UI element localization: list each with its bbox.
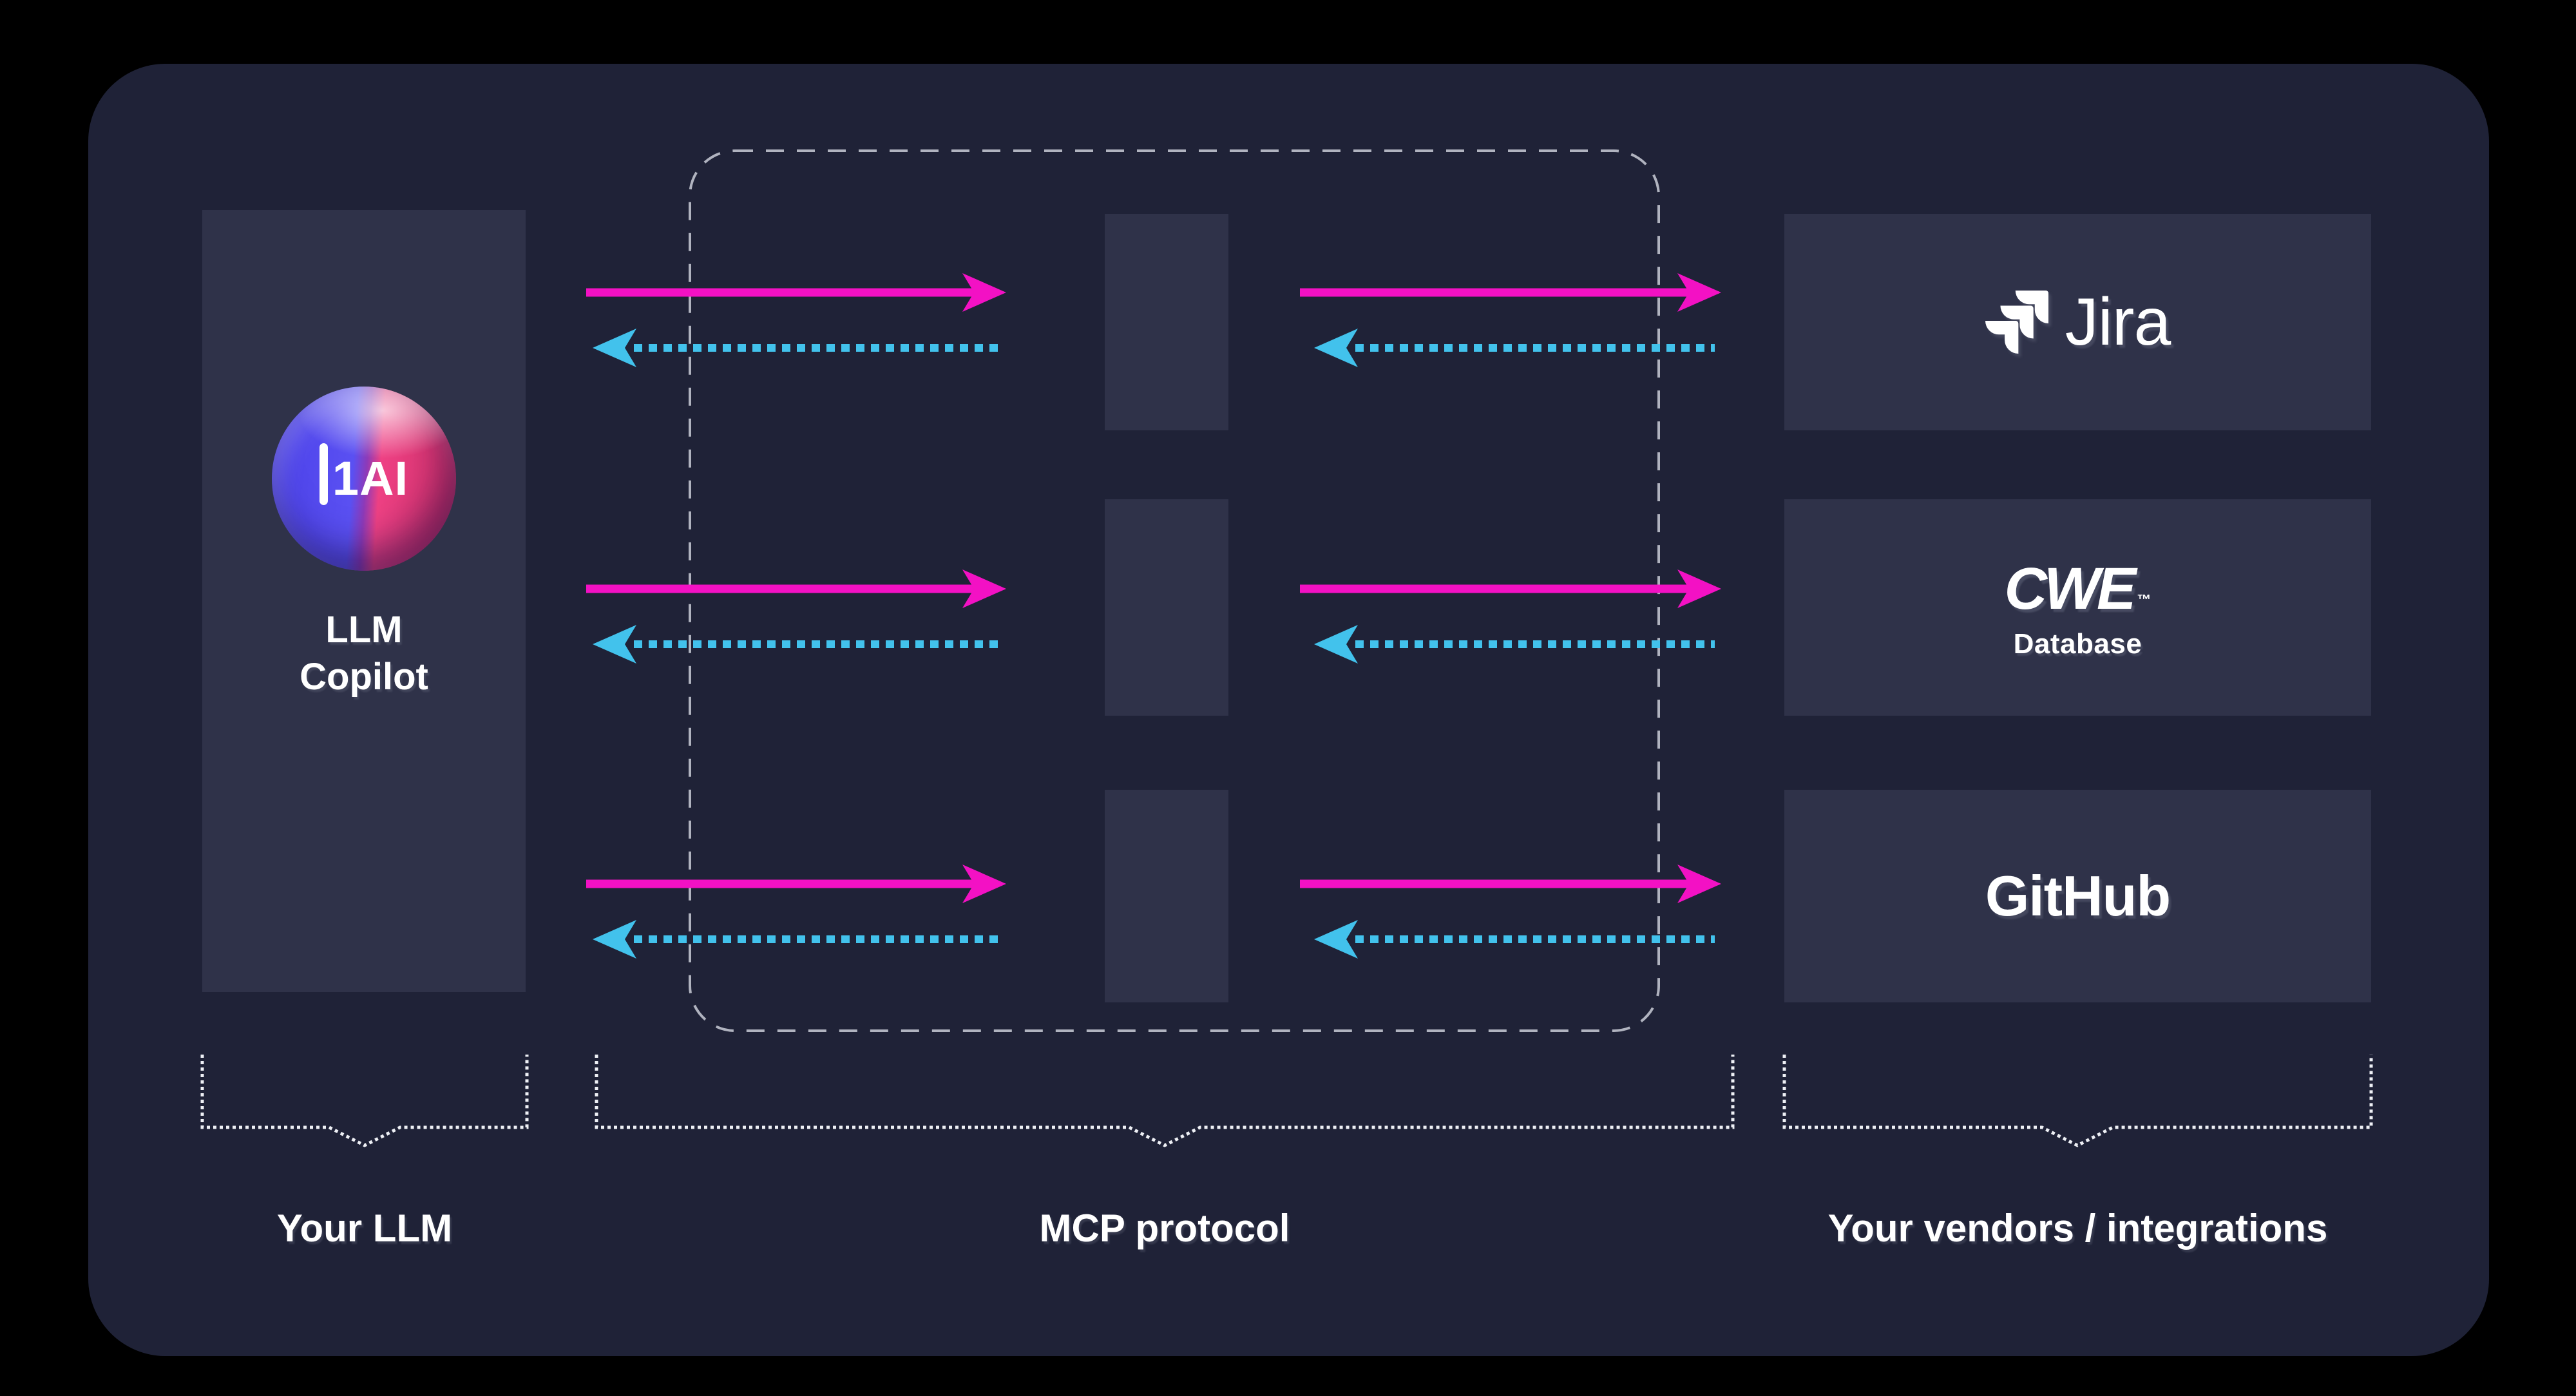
vendor-box-cwe: CWE ™ Database xyxy=(1784,499,2371,716)
jira-icon xyxy=(1985,291,2048,354)
ai-logo-text: 1AI xyxy=(332,452,409,505)
jira-logo: Jira xyxy=(1985,284,2171,361)
ai-sphere-logo: 1AI xyxy=(272,387,456,571)
llm-copilot-label: LLM Copilot xyxy=(300,607,428,700)
cwe-wordmark: CWE xyxy=(2004,555,2137,622)
jira-wordmark: Jira xyxy=(2065,284,2171,359)
cwe-logo: CWE ™ xyxy=(2005,555,2151,623)
llm-label-line1: LLM xyxy=(325,609,403,651)
cwe-trademark: ™ xyxy=(2137,591,2151,607)
github-wordmark: GitHub xyxy=(1985,864,2171,928)
vendor-box-github: GitHub xyxy=(1784,790,2371,1002)
llm-label-line2: Copilot xyxy=(300,655,428,698)
mcp-server-box-1 xyxy=(1105,214,1228,430)
llm-copilot-box: 1AI LLM Copilot xyxy=(202,210,526,992)
caption-mcp-protocol: MCP protocol xyxy=(1039,1207,1290,1250)
vendor-box-jira: Jira xyxy=(1784,214,2371,430)
h1-ai-logo-mark: 1AI xyxy=(319,443,409,505)
h1-logo-bar xyxy=(319,443,328,505)
cwe-subtitle: Database xyxy=(2013,627,2142,660)
mcp-server-box-3 xyxy=(1105,790,1228,1002)
caption-your-vendors: Your vendors / integrations xyxy=(1827,1207,2328,1250)
mcp-server-box-2 xyxy=(1105,499,1228,716)
caption-your-llm: Your LLM xyxy=(276,1207,453,1250)
